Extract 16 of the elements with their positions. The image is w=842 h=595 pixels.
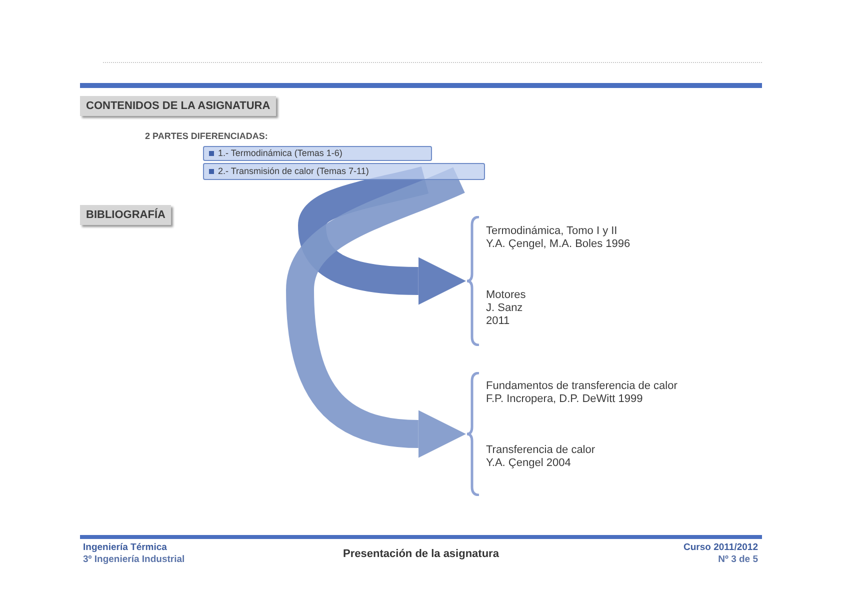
- subheading-text: 2 PARTES DIFERENCIADAS:: [145, 131, 268, 142]
- footer-text: Ingeniería Térmica: [83, 542, 167, 553]
- section-heading: CONTENIDOS DE LA ASIGNATURA: [80, 96, 276, 116]
- footer-text: Curso 2011/2012: [684, 542, 758, 553]
- reference-entry: Fundamentos de transferencia de calor F.P. Incropera, D.P. DeWitt 1999: [486, 380, 678, 406]
- reference-entry: Transferencia de calor Y.A. Çengel 2004: [486, 444, 596, 470]
- reference-entry: Motores J. Sanz 2011: [486, 289, 527, 328]
- reference-entry: Termodinámica, Tomo I y II Y.A. Çengel, M.A. Boles 1996: [486, 225, 632, 251]
- topic-bar: [203, 146, 432, 161]
- footer-text: 3º Ingeniería Industrial: [83, 554, 185, 565]
- bar-text: 2.- Transmisión de calor (Temas 7-11): [218, 166, 369, 177]
- footer-title: Presentación de la asignatura: [343, 549, 499, 560]
- section-heading: BIBLIOGRAFÍA: [80, 205, 172, 225]
- topic-bar: [203, 163, 485, 180]
- footer-text: Nº 3 de 5: [718, 554, 758, 565]
- bar-text: 1.- Termodinámica (Temas 1-6): [218, 148, 342, 159]
